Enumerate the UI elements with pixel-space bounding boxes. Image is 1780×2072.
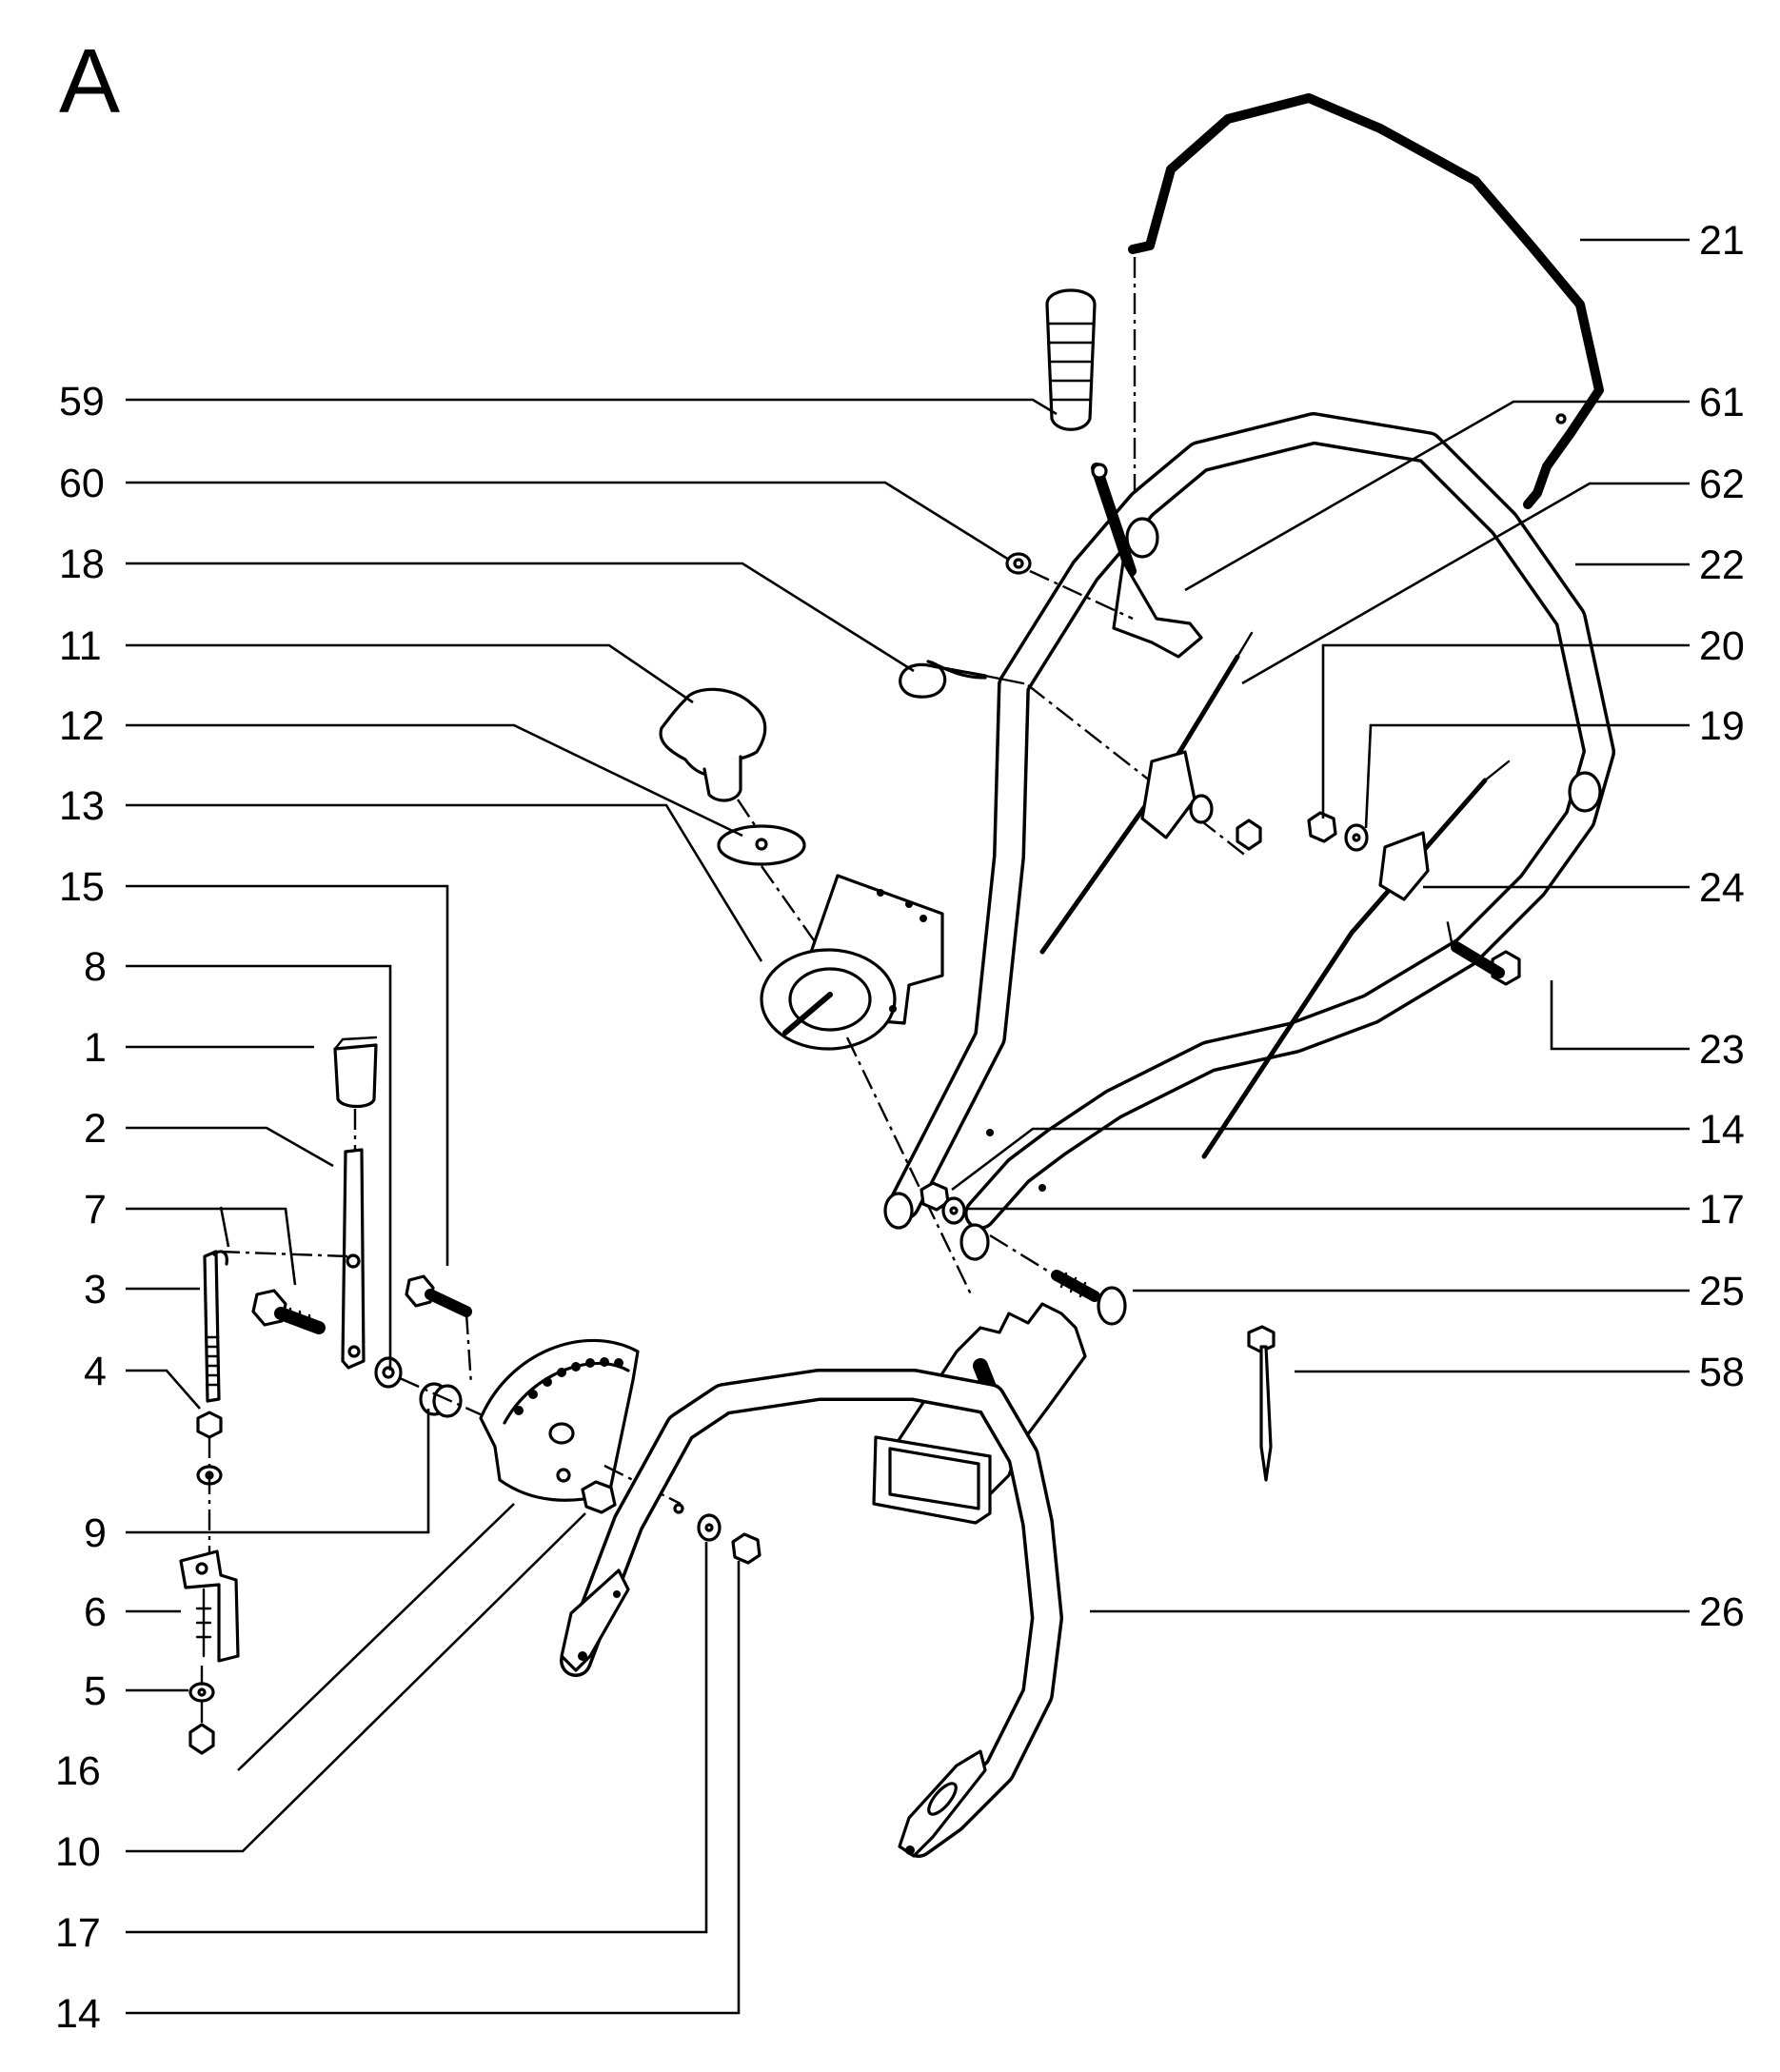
callout-21: 21 <box>1699 218 1745 264</box>
axis-60 <box>1029 569 1134 621</box>
callouts-left: 59 60 18 11 12 13 15 8 1 2 7 3 4 9 6 5 1… <box>55 379 107 2037</box>
callout-9: 9 <box>84 1510 107 1556</box>
callout-15: 15 <box>59 864 105 910</box>
part-62-cable <box>1039 631 1254 955</box>
callout-25: 25 <box>1699 1269 1745 1314</box>
axis-7 <box>218 1250 348 1258</box>
axis-13 <box>845 1036 973 1295</box>
callout-19: 19 <box>1699 703 1745 749</box>
callout-23: 23 <box>1699 1027 1745 1073</box>
callout-2: 2 <box>84 1106 107 1152</box>
part-60-nut <box>1005 552 1032 575</box>
part-10-nut <box>581 1480 617 1514</box>
part-26-lower-handle <box>560 1369 1063 1858</box>
callout-18: 18 <box>59 542 105 587</box>
callout-26: 26 <box>1699 1589 1745 1635</box>
part-21-control-bail <box>1128 93 1604 509</box>
callout-17-lower: 17 <box>55 1910 101 1956</box>
part-24-cable <box>1201 760 1511 1159</box>
callout-13: 13 <box>59 783 105 829</box>
callout-11: 11 <box>59 623 102 669</box>
callout-14-lower: 14 <box>55 1991 101 2037</box>
part-12-washer <box>717 824 806 866</box>
callout-1: 1 <box>84 1025 107 1071</box>
axis-15 <box>465 1312 473 1386</box>
part-59-shift-lever <box>1045 288 1203 659</box>
bolt-hole-26 <box>673 1503 684 1514</box>
part-23-bolt <box>1451 941 1521 986</box>
callout-61: 61 <box>1699 380 1745 425</box>
callout-22: 22 <box>1699 543 1745 588</box>
axis-11 <box>737 799 758 829</box>
part-6-bracket <box>179 1549 240 1663</box>
part-25-bolt <box>1051 1270 1127 1326</box>
callout-62: 62 <box>1699 462 1745 507</box>
axis-12 <box>761 865 820 948</box>
part-7-bolt <box>251 1289 326 1334</box>
callout-5: 5 <box>84 1668 107 1714</box>
part-19-washer <box>1344 823 1369 852</box>
part-9-spacer <box>419 1382 463 1418</box>
part-22-upper-handle <box>883 412 1615 1261</box>
callout-8: 8 <box>84 944 107 990</box>
axis-25 <box>989 1233 1053 1275</box>
callout-14-right: 14 <box>1699 1107 1745 1153</box>
part-11-star-knob <box>659 687 767 802</box>
callout-7: 7 <box>84 1187 107 1233</box>
callout-58: 58 <box>1699 1350 1745 1395</box>
callout-10: 10 <box>55 1829 101 1875</box>
callout-3: 3 <box>84 1267 107 1312</box>
part-18-hairpin <box>899 660 1025 699</box>
part-15-bolt <box>405 1274 472 1317</box>
callout-16: 16 <box>55 1748 101 1794</box>
callout-17-right: 17 <box>1699 1187 1745 1233</box>
diagram-title: A <box>59 30 120 132</box>
part-1-grip <box>333 1036 378 1109</box>
callout-24: 24 <box>1699 865 1745 911</box>
part-3-rod <box>203 1250 228 1403</box>
part-5-nut <box>188 1682 215 1755</box>
part-20-nut <box>1307 811 1337 843</box>
callout-6: 6 <box>84 1589 107 1635</box>
part-13-quadrant-plate <box>760 874 944 1051</box>
callout-4: 4 <box>84 1349 107 1394</box>
part-16-sector <box>479 1338 640 1502</box>
part-17-washer-lower <box>697 1513 722 1542</box>
callout-60: 60 <box>59 461 105 506</box>
callout-59: 59 <box>59 379 105 424</box>
part-62-washer-nut <box>1189 794 1262 851</box>
leader-lines <box>126 238 1690 2015</box>
callouts-right: 21 61 62 22 20 19 24 23 14 17 25 58 26 <box>1699 218 1745 1635</box>
callout-20: 20 <box>1699 623 1745 669</box>
axis-23 <box>1445 918 1454 943</box>
callout-12: 12 <box>59 703 105 749</box>
part-58-cable-tie <box>1247 1325 1276 1482</box>
part-8-washer <box>374 1356 403 1389</box>
part-14-nut-lower <box>731 1532 761 1565</box>
part-2-lever-arm <box>341 1148 366 1370</box>
part-17-washer-right <box>941 1196 966 1225</box>
axis-18 <box>1027 684 1248 858</box>
